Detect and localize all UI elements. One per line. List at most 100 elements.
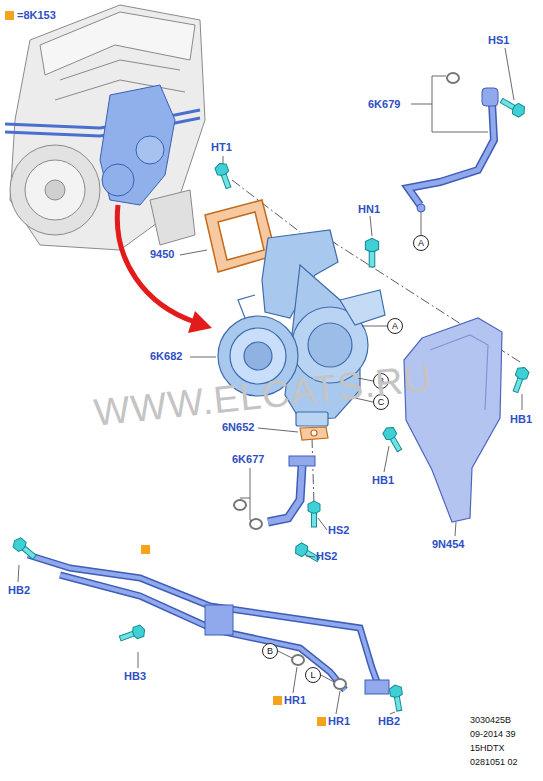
drawing-code: 3030425B bbox=[470, 715, 511, 726]
oil-pipe-6K677 bbox=[268, 466, 302, 522]
leader-line bbox=[240, 468, 252, 521]
oil-pipe-6K679 bbox=[408, 102, 494, 205]
oil-pipe-6K679 bbox=[417, 204, 425, 212]
engine-turbo-highlight bbox=[5, 85, 200, 205]
oil-pipe-6K677 bbox=[234, 456, 315, 529]
bolts bbox=[214, 161, 234, 190]
coolant-pipes bbox=[60, 575, 345, 690]
turbocharger-6K682 bbox=[296, 412, 328, 426]
bolts bbox=[381, 425, 404, 454]
part-number: HS1 bbox=[488, 34, 509, 47]
callout-letter-text: A bbox=[418, 238, 424, 248]
red-arrow bbox=[117, 205, 212, 333]
oil-pipe-6K677 bbox=[268, 466, 302, 522]
oil-pipe-6K679 bbox=[408, 102, 494, 205]
part-number: 9450 bbox=[150, 248, 174, 261]
bolts bbox=[11, 95, 530, 711]
coolant-pipes bbox=[28, 555, 380, 690]
engine-illustration bbox=[25, 160, 85, 220]
drawing-code: 09-2014 39 bbox=[470, 729, 516, 740]
callout-letter-text: L bbox=[310, 670, 315, 680]
coolant-pipes bbox=[205, 605, 233, 635]
oil-pipe-6K677 bbox=[289, 456, 315, 466]
orange-mark bbox=[273, 696, 282, 705]
orange-mark bbox=[141, 545, 326, 726]
turbocharger-6K682 bbox=[238, 295, 255, 318]
leader-line bbox=[370, 216, 372, 236]
part-number: 6N652 bbox=[222, 421, 254, 434]
orange-mark bbox=[317, 717, 326, 726]
leader-line bbox=[362, 326, 387, 327]
coolant-pipes bbox=[292, 655, 304, 665]
orange-mark bbox=[141, 545, 150, 554]
part-number: HB2 bbox=[8, 584, 30, 597]
bolts bbox=[308, 501, 320, 527]
gasket-6N652 bbox=[300, 427, 328, 440]
leader-line bbox=[18, 48, 522, 714]
heat-shield-9N454 bbox=[430, 335, 488, 410]
leader-line bbox=[190, 357, 216, 358]
engine-illustration bbox=[40, 12, 195, 75]
engine-illustration bbox=[10, 5, 205, 250]
leader-line bbox=[293, 667, 297, 693]
leader-line bbox=[223, 156, 224, 164]
gasket-6N652 bbox=[300, 427, 328, 440]
coolant-pipes bbox=[28, 555, 389, 694]
leader-line bbox=[278, 651, 292, 658]
red-arrow bbox=[117, 205, 195, 322]
legend-entry: =8K153 bbox=[5, 9, 56, 21]
coolant-pipes bbox=[334, 679, 346, 689]
leader-line bbox=[390, 712, 395, 714]
coolant-pipes bbox=[60, 575, 345, 690]
oil-pipe-6K677 bbox=[234, 500, 246, 510]
legend-text: =8K153 bbox=[17, 9, 56, 21]
engine-turbo-highlight bbox=[100, 85, 175, 205]
bolts bbox=[499, 95, 528, 118]
part-number: HR1 bbox=[284, 694, 306, 707]
gasket-9450 bbox=[218, 212, 264, 260]
bolts bbox=[389, 684, 405, 712]
part-number: HR1 bbox=[328, 715, 350, 728]
bolts bbox=[510, 365, 530, 394]
coolant-pipes bbox=[365, 680, 389, 694]
center-line bbox=[312, 438, 314, 505]
leader-line bbox=[522, 394, 523, 410]
engine-illustration bbox=[45, 180, 65, 200]
callout-letter: A bbox=[387, 318, 403, 334]
coolant-pipes bbox=[28, 555, 380, 690]
callout-letter: L bbox=[305, 667, 321, 683]
part-number: 6K677 bbox=[232, 453, 264, 466]
part-number: HS2 bbox=[328, 524, 349, 537]
engine-illustration bbox=[60, 60, 180, 80]
oil-pipe-6K679 bbox=[447, 73, 459, 83]
part-number: HT1 bbox=[211, 141, 232, 154]
oil-pipe-6K679 bbox=[408, 73, 498, 212]
part-number: HB1 bbox=[372, 474, 394, 487]
leader-line bbox=[505, 48, 514, 100]
gasket-6N652 bbox=[311, 430, 317, 436]
callout-letter: B bbox=[262, 643, 278, 659]
leader-line bbox=[421, 212, 422, 235]
leader-line bbox=[258, 428, 298, 432]
leader-line bbox=[384, 446, 389, 472]
part-number: 9N454 bbox=[432, 538, 464, 551]
part-number: HB2 bbox=[378, 715, 400, 728]
part-number: HB3 bbox=[124, 670, 146, 683]
bolts bbox=[365, 238, 378, 267]
leader-line bbox=[318, 518, 327, 530]
bolts bbox=[11, 536, 39, 562]
part-number: 6K679 bbox=[368, 98, 400, 111]
engine-illustration bbox=[10, 5, 205, 250]
callout-letter-text: B bbox=[267, 646, 273, 656]
leader-line bbox=[306, 556, 315, 557]
leader-line bbox=[18, 565, 19, 582]
heat-shield-9N454 bbox=[404, 318, 502, 522]
part-number: 6K682 bbox=[150, 350, 182, 363]
drawing-code: 0281051 02 bbox=[470, 757, 518, 768]
heat-shield-9N454 bbox=[404, 318, 502, 522]
engine-illustration bbox=[150, 190, 195, 245]
turbocharger-6K682 bbox=[308, 323, 352, 367]
engine-turbo-highlight bbox=[102, 164, 134, 196]
part-number: HS2 bbox=[316, 550, 337, 563]
